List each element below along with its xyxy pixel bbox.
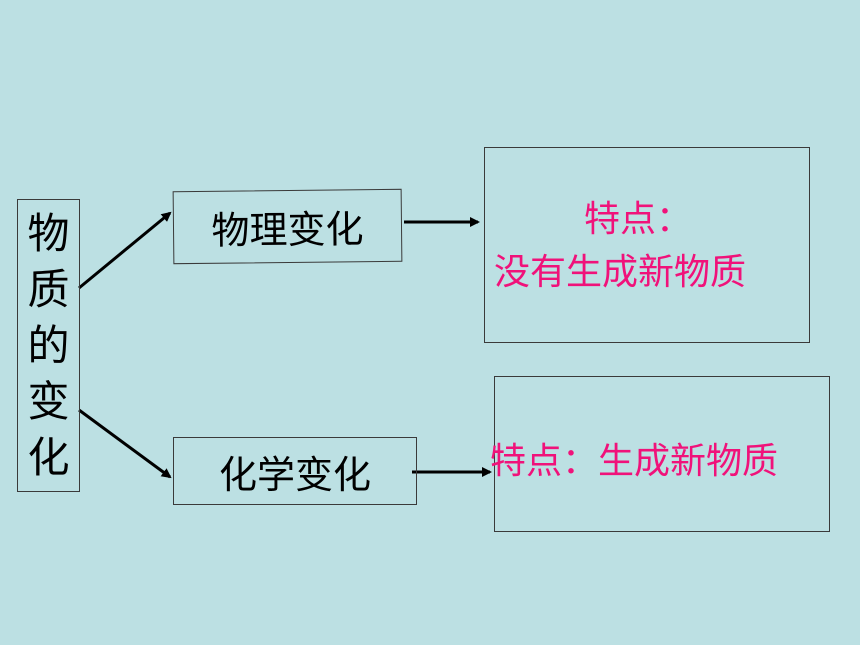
chemical-change-box: 化学变化: [173, 437, 417, 505]
root-node-box: 物 质 的 变 化: [17, 199, 80, 492]
root-char: 质: [27, 264, 70, 314]
chemical-change-label: 化学变化: [218, 452, 371, 497]
chemical-feature-box: [494, 376, 830, 532]
root-char: 变: [27, 376, 70, 426]
arrow-root-to-physical: [78, 211, 172, 290]
arrow-root-to-chemical: [78, 408, 172, 479]
physical-feature-title: 特点：: [584, 199, 693, 240]
physical-feature-box: [484, 147, 810, 343]
physical-change-box: 物理变化: [172, 188, 403, 265]
physical-feature-description: 没有生成新物质: [494, 252, 747, 293]
physical-change-label: 物理变化: [211, 207, 364, 253]
root-char: 化: [27, 432, 70, 482]
chemical-feature-text: 特点：生成新物质: [490, 441, 779, 482]
root-char: 物: [27, 208, 70, 258]
root-char: 的: [27, 320, 70, 370]
